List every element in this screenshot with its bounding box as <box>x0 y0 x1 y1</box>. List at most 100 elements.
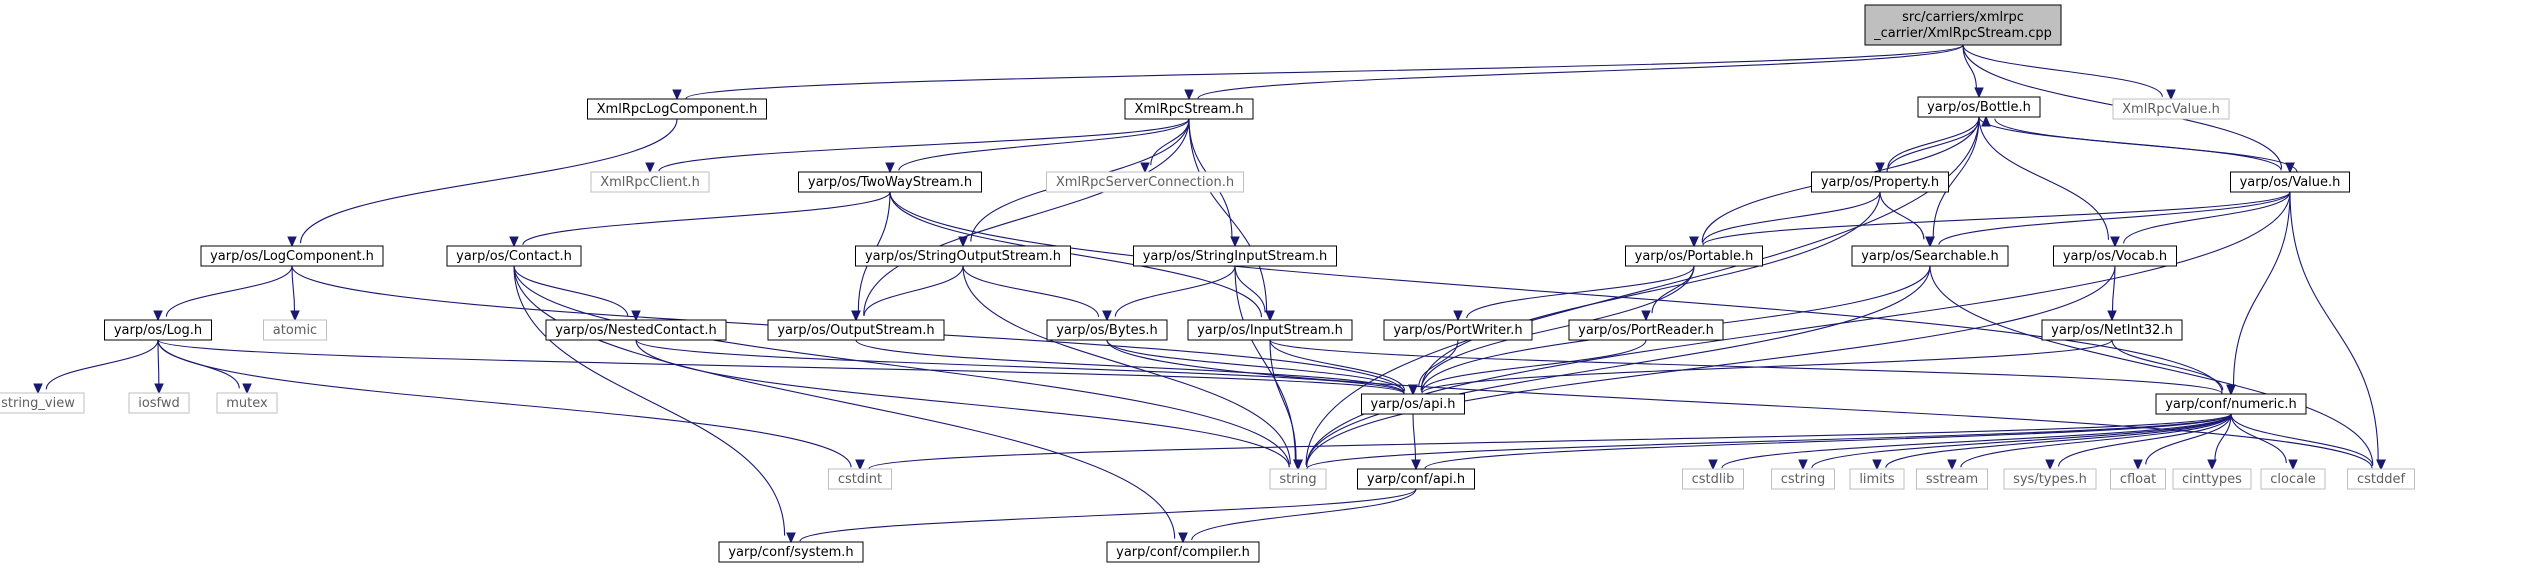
node-label: cstddef <box>2357 472 2406 487</box>
edge-property-to-bottle <box>1886 121 1979 173</box>
node-box <box>2110 468 2166 490</box>
node-twowaystream[interactable]: yarp/os/TwoWayStream.h <box>798 171 982 193</box>
node-xmlrpcstream[interactable]: XmlRpcStream.h <box>1124 98 1254 120</box>
node-vocab[interactable]: yarp/os/Vocab.h <box>2053 245 2177 267</box>
edge-stringoutputstream-to-bytes <box>962 265 1100 317</box>
node-label: yarp/os/StringOutputStream.h <box>865 249 1061 264</box>
node-bottle[interactable]: yarp/os/Bottle.h <box>1917 96 2041 118</box>
node-label: cinttypes <box>2182 472 2242 487</box>
node-outputstream[interactable]: yarp/os/OutputStream.h <box>767 319 945 341</box>
edge-arrowhead <box>851 310 861 322</box>
node-nestedcontact[interactable]: yarp/os/NestedContact.h <box>545 319 727 341</box>
edge-contact-to-system <box>513 265 786 536</box>
edge-arrowhead <box>154 383 164 395</box>
node-label: yarp/conf/system.h <box>728 545 853 560</box>
node-stringinputstream[interactable]: yarp/os/StringInputStream.h <box>1133 245 1337 267</box>
edge-arrowhead <box>1981 115 1991 127</box>
node-log[interactable]: yarp/os/Log.h <box>104 319 212 341</box>
node-osapi[interactable]: yarp/os/api.h <box>1361 393 1465 415</box>
node-label: cstring <box>1781 472 1825 487</box>
edge-numeric-to-cinttypes <box>2214 413 2232 461</box>
edge-arrowhead <box>1411 459 1421 471</box>
edge-searchable-to-string <box>1306 265 1931 467</box>
edge-arrowhead <box>672 89 682 101</box>
edge-vocab-to-string <box>1306 265 2116 467</box>
edge-arrowhead <box>2376 459 2386 471</box>
edge-logcomponent-to-log <box>165 265 293 317</box>
edge-numeric-to-cstddef <box>2230 413 2374 467</box>
edge-xmlrpcstream-to-xmlrpcserverconnection <box>1150 118 1190 166</box>
node-portable[interactable]: yarp/os/Portable.h <box>1625 245 1763 267</box>
node-confapi[interactable]: yarp/conf/api.h <box>1357 468 1475 490</box>
node-box <box>446 245 582 267</box>
edge-arrowhead <box>2107 310 2117 322</box>
node-xmlrpclogcomponent[interactable]: XmlRpcLogComponent.h <box>587 98 767 120</box>
edge-arrowhead <box>1265 310 1275 322</box>
node-box <box>1357 468 1475 490</box>
node-inputstream[interactable]: yarp/os/InputStream.h <box>1187 319 1353 341</box>
node-iosfwd: iosfwd <box>128 392 190 414</box>
edge-arrowhead <box>1947 459 1957 471</box>
edge-arrowhead <box>2133 459 2143 471</box>
node-label: cfloat <box>2120 472 2156 487</box>
node-box <box>828 468 892 490</box>
node-box <box>1124 98 1254 120</box>
node-clocale: clocale <box>2260 468 2326 490</box>
node-portreader[interactable]: yarp/os/PortReader.h <box>1568 319 1724 341</box>
edge-stringinputstream-to-bytes <box>1114 265 1236 317</box>
node-label: yarp/os/Contact.h <box>456 249 572 264</box>
edge-stringoutputstream-to-string <box>962 265 1291 465</box>
node-box <box>104 319 212 341</box>
node-label: yarp/os/NetInt32.h <box>2051 323 2173 338</box>
edge-numeric-to-sstream <box>1960 413 2232 468</box>
edge-arrowhead <box>287 236 297 248</box>
edge-value-to-cstddef <box>2289 191 2379 461</box>
node-label: XmlRpcLogComponent.h <box>597 102 758 117</box>
edge-numeric-to-string <box>1306 413 2232 469</box>
node-cstdlib: cstdlib <box>1682 468 1744 490</box>
node-value[interactable]: yarp/os/Value.h <box>2230 171 2350 193</box>
node-box <box>2347 468 2415 490</box>
node-box <box>1864 4 2062 46</box>
node-netint32[interactable]: yarp/os/NetInt32.h <box>2041 319 2183 341</box>
edge-contact-to-compiler <box>513 265 1176 539</box>
edge-arrowhead <box>1184 89 1194 101</box>
node-string: string <box>1269 468 1327 490</box>
node-root: src/carriers/xmlrpc_carrier/XmlRpcStream… <box>1864 4 2062 46</box>
node-label: cstdlib <box>1692 472 1735 487</box>
node-label: yarp/os/Portable.h <box>1635 249 1754 264</box>
edge-searchable-to-cstddef <box>1929 265 2374 466</box>
node-box <box>2003 468 2097 490</box>
edge-portreader-to-osapi <box>1421 339 1647 393</box>
node-label: XmlRpcClient.h <box>600 175 700 190</box>
node-compiler[interactable]: yarp/conf/compiler.h <box>1106 541 1260 563</box>
node-box <box>200 245 384 267</box>
edge-confapi-to-system <box>799 488 1417 542</box>
edge-bytes-to-osapi <box>1106 339 1405 393</box>
node-contact[interactable]: yarp/os/Contact.h <box>446 245 582 267</box>
node-stringoutputstream[interactable]: yarp/os/StringOutputStream.h <box>855 245 1071 267</box>
node-label: XmlRpcValue.h <box>2122 102 2220 117</box>
node-numeric[interactable]: yarp/conf/numeric.h <box>2155 393 2307 415</box>
node-bytes[interactable]: yarp/os/Bytes.h <box>1046 319 1168 341</box>
node-portwriter[interactable]: yarp/os/PortWriter.h <box>1383 319 1533 341</box>
edge-arrowhead <box>2226 384 2236 396</box>
node-box <box>587 98 767 120</box>
edge-arrowhead <box>2285 162 2295 174</box>
edge-arrowhead <box>1293 459 1303 471</box>
node-label: sys/types.h <box>2013 472 2087 487</box>
node-box <box>1625 245 1763 267</box>
node-logcomponent[interactable]: yarp/os/LogComponent.h <box>200 245 384 267</box>
edge-arrowhead <box>2110 236 2120 248</box>
node-searchable[interactable]: yarp/os/Searchable.h <box>1851 245 2009 267</box>
node-box <box>1916 468 1988 490</box>
edge-arrowhead <box>1875 162 1885 174</box>
edge-arrowhead <box>1102 310 1112 322</box>
node-property[interactable]: yarp/os/Property.h <box>1811 171 1949 193</box>
node-label: mutex <box>226 396 268 411</box>
node-box <box>1046 319 1168 341</box>
node-box <box>128 392 190 414</box>
node-system[interactable]: yarp/conf/system.h <box>718 541 864 563</box>
edge-log-to-osapi <box>157 339 1405 395</box>
